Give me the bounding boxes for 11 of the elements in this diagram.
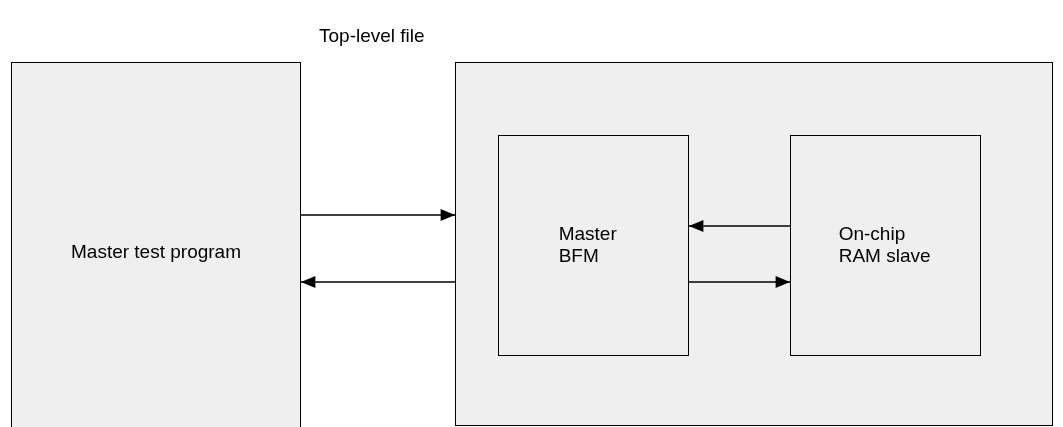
block-label: Master test program (70, 241, 242, 263)
block-label: Master BFM (557, 223, 618, 268)
container-title: Top-level file (319, 25, 425, 47)
arrow (688, 276, 791, 288)
arrow (688, 220, 791, 232)
arrow (300, 276, 456, 288)
arrow (300, 209, 456, 221)
block-label: On-chip RAM slave (837, 223, 932, 268)
block-box (497, 134, 689, 356)
block-box (11, 62, 301, 427)
block-box (789, 134, 981, 356)
